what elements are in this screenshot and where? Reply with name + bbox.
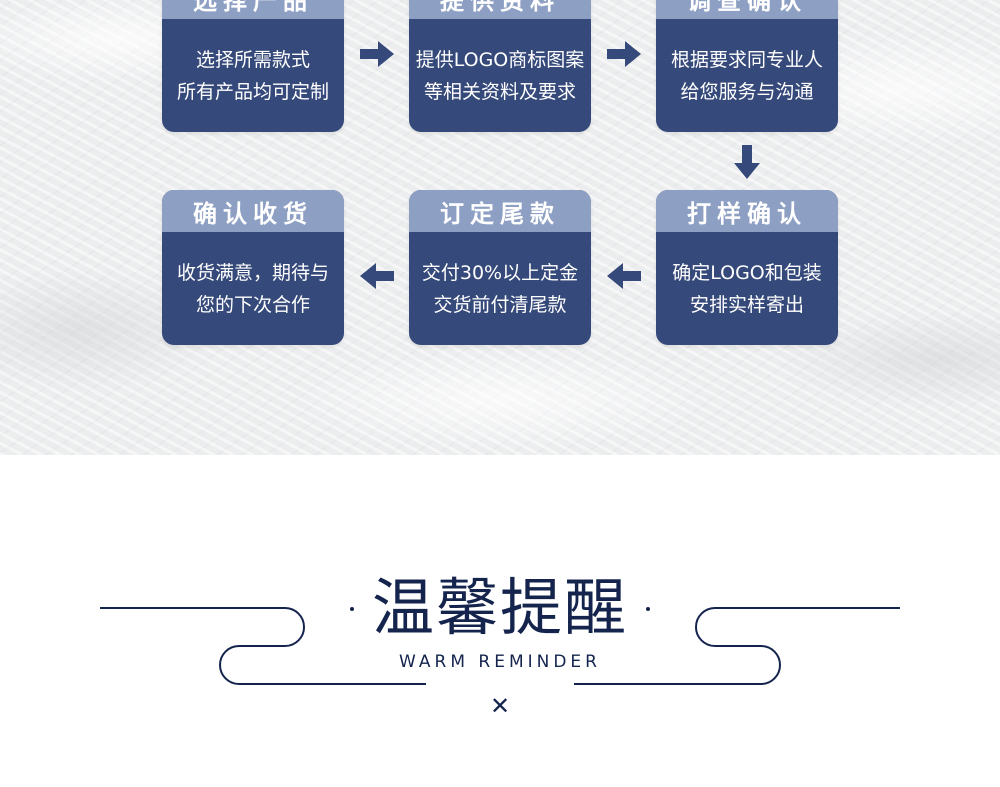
arrow-left-icon xyxy=(360,263,394,289)
step-line: 所有产品均可定制 xyxy=(176,80,329,103)
step-line: 提供LOGO商标图案 xyxy=(415,48,585,71)
step-line: 等相关资料及要求 xyxy=(423,80,576,103)
step-line: 根据要求同专业人 xyxy=(670,48,823,71)
step-line: 选择所需款式 xyxy=(195,48,310,71)
step-title: 确认收货 xyxy=(162,190,344,232)
step-line: 交付30%以上定金 xyxy=(421,261,579,284)
step-card-sample-confirm: 打样确认 确定LOGO和包装 安排实样寄出 xyxy=(656,190,838,345)
step-card-provide-info: 提供资料 提供LOGO商标图案 等相关资料及要求 xyxy=(409,0,591,132)
step-title: 提供资料 xyxy=(409,0,591,19)
step-card-select-product: 选择产品 选择所需款式 所有产品均可定制 xyxy=(162,0,344,132)
close-icon: ✕ xyxy=(489,692,511,720)
arrow-right-icon xyxy=(607,41,641,67)
step-description: 提供LOGO商标图案 等相关资料及要求 xyxy=(409,19,591,132)
step-card-final-payment: 订定尾款 交付30%以上定金 交货前付清尾款 xyxy=(409,190,591,345)
decorative-dot xyxy=(350,607,354,611)
step-card-investigate-confirm: 调查确认 根据要求同专业人 给您服务与沟通 xyxy=(656,0,838,132)
section-title: 温馨提醒 xyxy=(371,571,628,644)
step-card-confirm-receipt: 确认收货 收货满意，期待与 您的下次合作 xyxy=(162,190,344,345)
step-line: 您的下次合作 xyxy=(195,293,310,316)
step-description: 确定LOGO和包装 安排实样寄出 xyxy=(656,232,838,345)
step-line: 给您服务与沟通 xyxy=(680,80,814,103)
step-description: 交付30%以上定金 交货前付清尾款 xyxy=(409,232,591,345)
step-line: 交货前付清尾款 xyxy=(433,293,567,316)
arrow-right-icon xyxy=(360,41,394,67)
step-title: 调查确认 xyxy=(656,0,838,19)
step-title: 选择产品 xyxy=(162,0,344,19)
step-title: 订定尾款 xyxy=(409,190,591,232)
arrow-left-icon xyxy=(607,263,641,289)
step-description: 根据要求同专业人 给您服务与沟通 xyxy=(656,19,838,132)
step-title: 打样确认 xyxy=(656,190,838,232)
section-subtitle: WARM REMINDER xyxy=(399,652,601,672)
decorative-dot xyxy=(646,607,650,611)
arrow-down-icon xyxy=(734,145,760,179)
step-line: 安排实样寄出 xyxy=(689,293,804,316)
step-line: 收货满意，期待与 xyxy=(176,261,329,284)
step-description: 选择所需款式 所有产品均可定制 xyxy=(162,19,344,132)
decorative-cloud-lines xyxy=(100,607,900,685)
step-description: 收货满意，期待与 您的下次合作 xyxy=(162,232,344,345)
step-line: 确定LOGO和包装 xyxy=(672,261,822,284)
